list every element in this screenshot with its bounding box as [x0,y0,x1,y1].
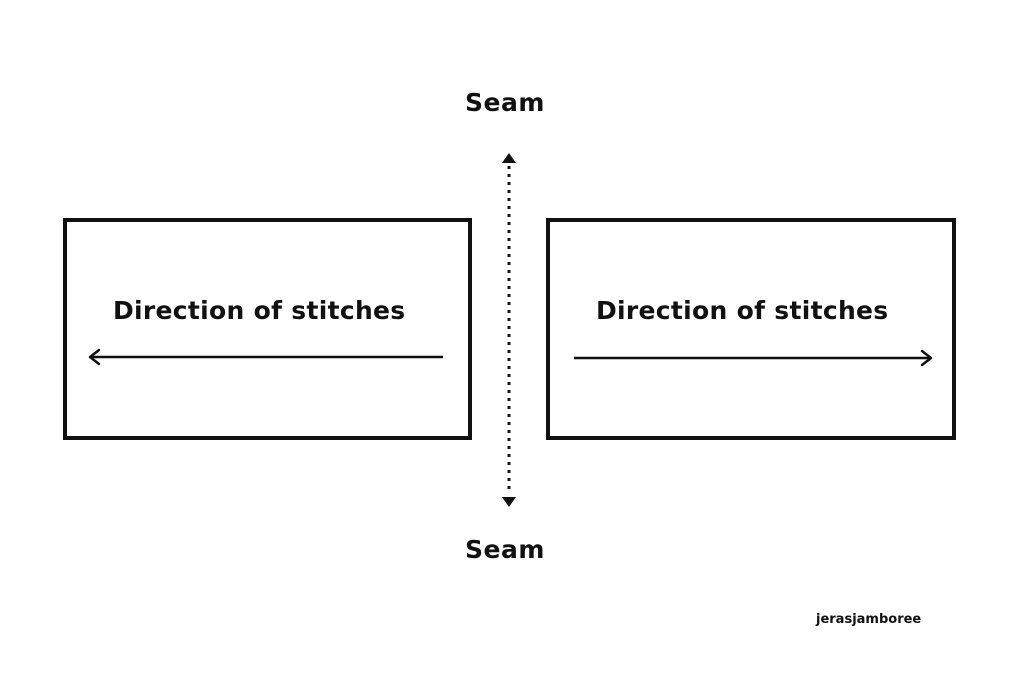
seam-top-label: Seam [465,88,545,117]
right-arrow-icon [574,349,933,367]
left-fabric-panel: Direction of stitches [63,218,472,440]
left-panel-title: Direction of stitches [113,296,406,325]
seam-bottom-label: Seam [465,535,545,564]
left-arrow-icon [88,348,443,366]
right-fabric-panel: Direction of stitches [546,218,956,440]
watermark: jerasjamboree [816,612,922,627]
seam-dotted-arrow-icon [502,153,516,507]
right-panel-title: Direction of stitches [596,296,889,325]
